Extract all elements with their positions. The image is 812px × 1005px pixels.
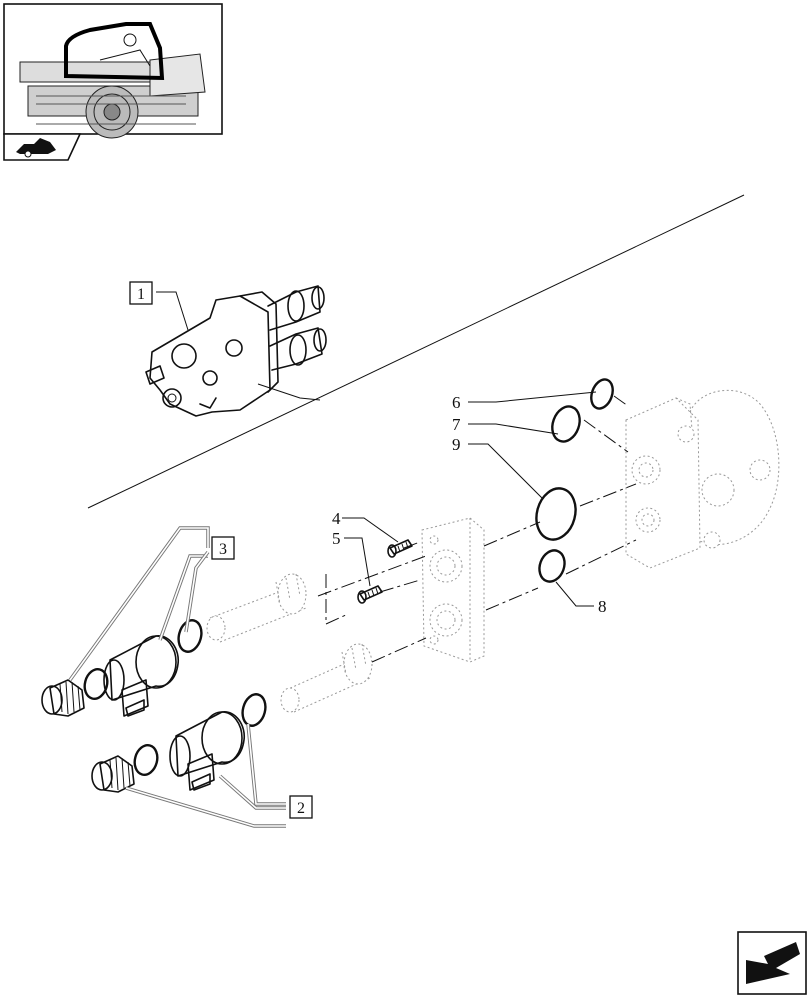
leader-7 bbox=[468, 423, 559, 435]
callout-4[interactable]: 4 bbox=[332, 509, 341, 528]
o-ring-part-8 bbox=[538, 549, 566, 583]
flange-plate-outline bbox=[421, 517, 485, 663]
callout-7[interactable]: 7 bbox=[452, 415, 461, 434]
knurled-nut-upper bbox=[41, 679, 85, 717]
callout-1[interactable]: 1 bbox=[129, 281, 153, 305]
solenoid-coil-lower bbox=[169, 711, 246, 791]
o-ring-upper-nut bbox=[83, 668, 109, 700]
leader-6 bbox=[468, 391, 597, 403]
svg-text:1: 1 bbox=[137, 286, 145, 303]
screw-part-4 bbox=[387, 539, 413, 558]
callout-5[interactable]: 5 bbox=[332, 529, 341, 548]
callout-9[interactable]: 9 bbox=[452, 435, 461, 454]
spool-lower bbox=[280, 643, 373, 713]
leader-8 bbox=[555, 581, 594, 607]
callout-2[interactable]: 2 bbox=[289, 795, 313, 819]
o-ring-part-6 bbox=[590, 378, 614, 410]
leader-4 bbox=[342, 517, 399, 543]
o-ring-part-7 bbox=[551, 405, 581, 443]
tractor-locator-thumbnail[interactable] bbox=[3, 3, 223, 139]
valve-body-outline bbox=[625, 389, 780, 569]
svg-text:3: 3 bbox=[219, 541, 227, 558]
next-page-arrow-icon[interactable] bbox=[737, 931, 807, 995]
section-divider-line bbox=[87, 194, 745, 509]
tractor-tab-icon[interactable] bbox=[3, 133, 82, 161]
o-ring-upper-solenoid bbox=[177, 619, 203, 653]
leader-1 bbox=[156, 291, 189, 331]
knurled-nut-lower bbox=[91, 755, 135, 793]
callout-6[interactable]: 6 bbox=[452, 393, 461, 412]
spool-upper bbox=[206, 573, 307, 643]
solenoid-coil-upper bbox=[103, 635, 180, 717]
leader-9 bbox=[468, 443, 543, 499]
group-bracket-2 bbox=[125, 723, 286, 828]
o-ring-lower-nut bbox=[133, 744, 159, 776]
o-ring-lower-solenoid bbox=[241, 693, 267, 727]
callout-3[interactable]: 3 bbox=[211, 536, 235, 560]
screw-part-5 bbox=[357, 585, 383, 604]
o-ring-part-9 bbox=[535, 487, 577, 541]
valve-assembly-part-1 bbox=[145, 285, 327, 417]
group-bracket-3 bbox=[68, 526, 210, 682]
callout-8[interactable]: 8 bbox=[598, 597, 607, 616]
leader-5 bbox=[344, 537, 371, 587]
svg-text:2: 2 bbox=[297, 800, 305, 817]
